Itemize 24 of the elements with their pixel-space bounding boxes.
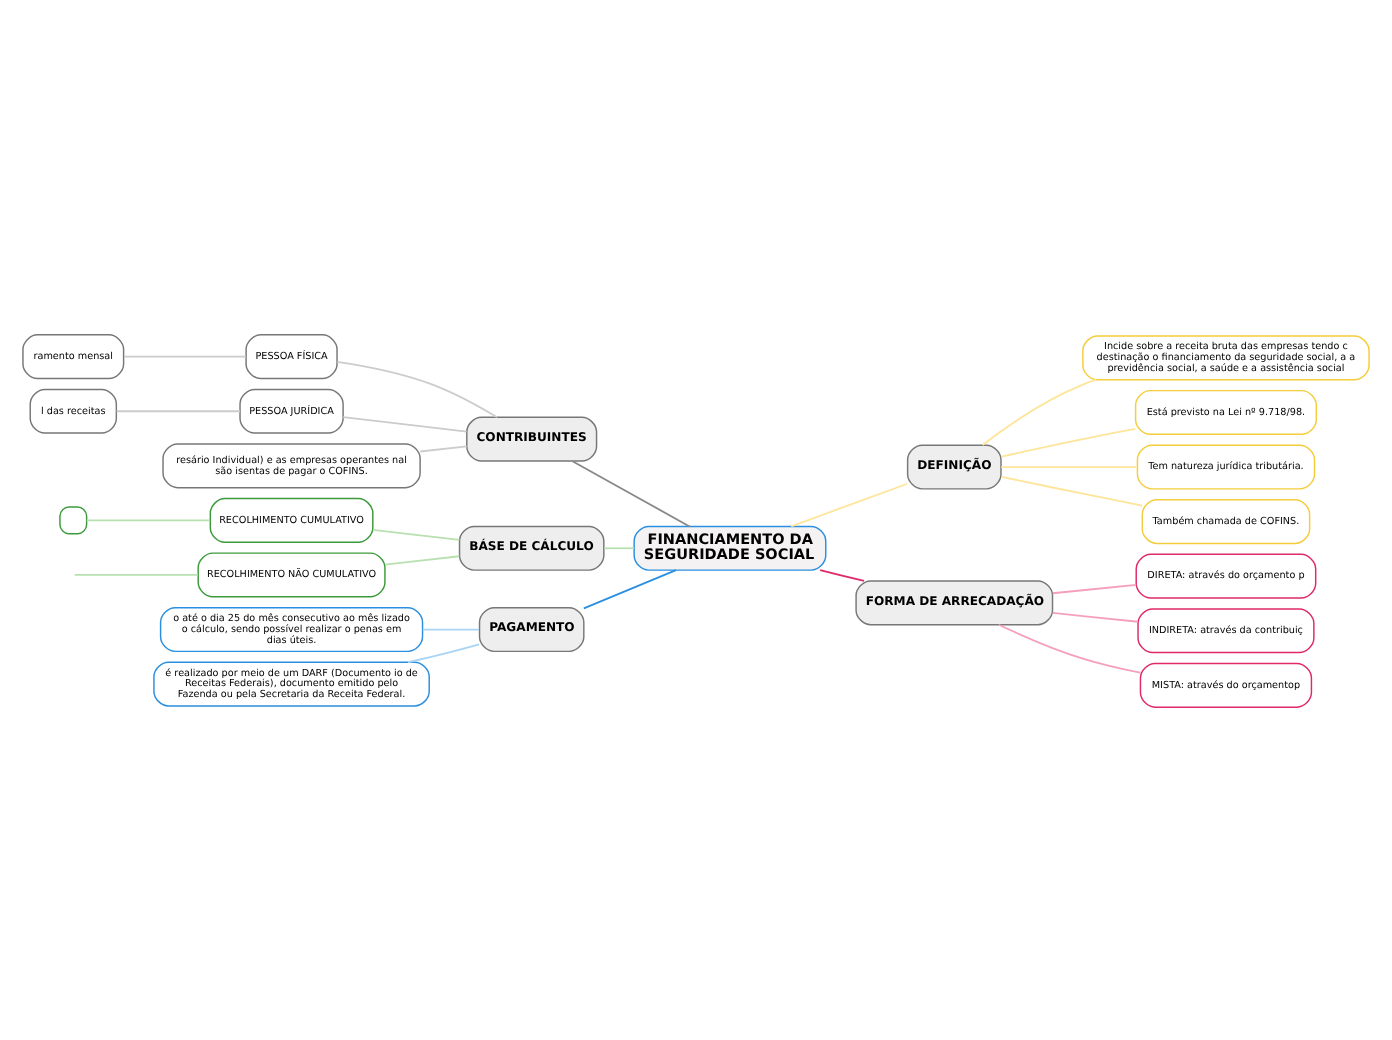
connector xyxy=(603,546,635,549)
connector xyxy=(997,622,1142,673)
connector xyxy=(981,377,1097,445)
connector xyxy=(421,627,480,630)
connector xyxy=(115,409,241,412)
connector xyxy=(790,481,909,527)
connector xyxy=(582,568,677,609)
connector xyxy=(1051,583,1138,594)
connector xyxy=(1000,426,1137,457)
connector xyxy=(336,359,498,418)
connector xyxy=(819,568,865,581)
connector xyxy=(342,415,468,432)
connector xyxy=(1051,611,1139,622)
node-box xyxy=(59,505,88,534)
connector xyxy=(407,642,481,663)
connector xyxy=(85,518,211,521)
connector xyxy=(1000,465,1139,467)
connector xyxy=(123,354,247,357)
connector xyxy=(372,527,461,540)
connector xyxy=(419,444,468,452)
connector xyxy=(73,573,199,575)
connector xyxy=(384,554,461,565)
connector xyxy=(1000,474,1144,506)
connector xyxy=(571,459,691,527)
